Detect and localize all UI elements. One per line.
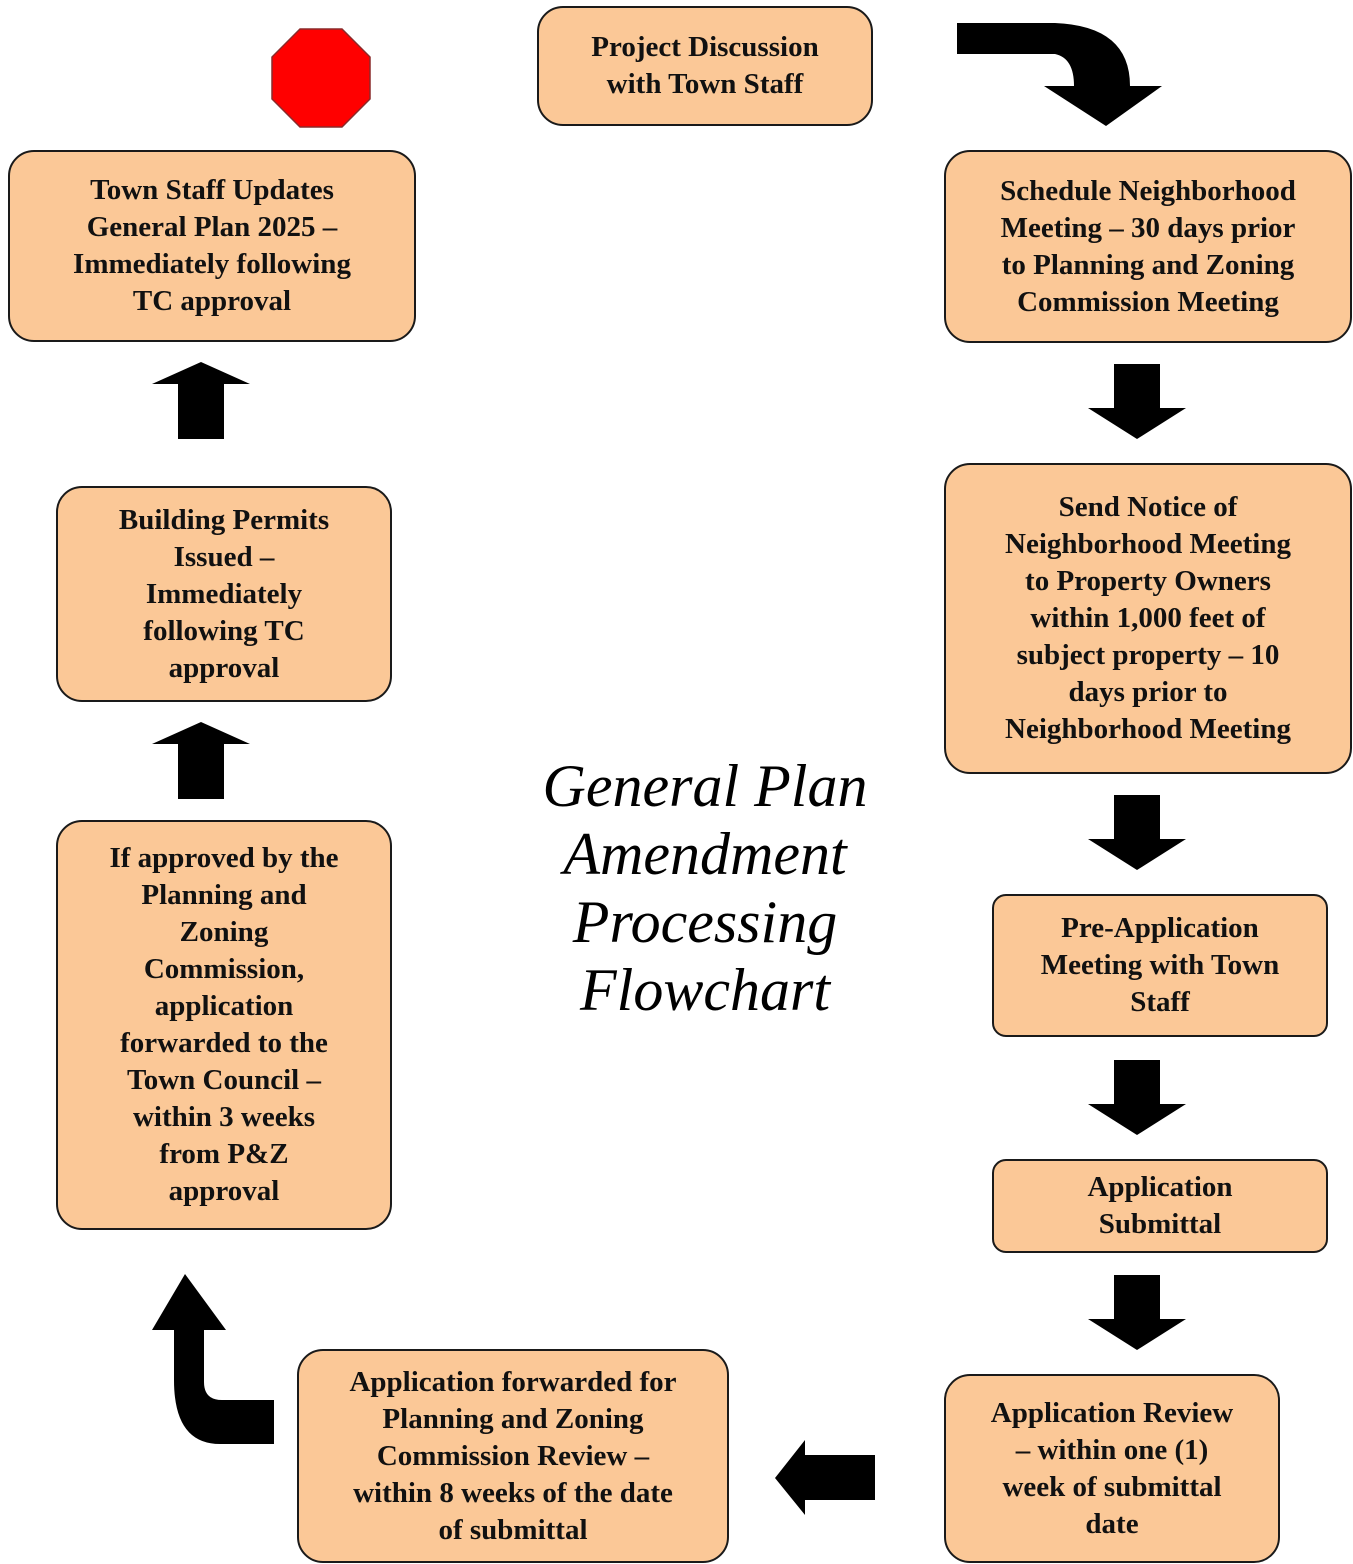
curved-arrow-icon	[957, 23, 1162, 126]
down-arrow-icon	[1088, 1060, 1186, 1135]
page-title: General Plan Amendment Processing Flowch…	[542, 753, 868, 1023]
step-label: Building Permits Issued – Immediately fo…	[118, 503, 330, 684]
step-pre-application-meeting: Pre-Application Meeting with Town Staff	[992, 894, 1328, 1037]
up-arrow-icon	[152, 722, 250, 799]
step-application-submittal: Application Submittal	[992, 1159, 1328, 1253]
up-arrow-icon	[152, 362, 250, 439]
step-general-plan-update: Town Staff Updates General Plan 2025 – I…	[8, 150, 416, 342]
left-arrow-icon	[775, 1440, 875, 1515]
step-label: Project Discussion with Town Staff	[591, 31, 819, 100]
step-label: Application Submittal	[1087, 1171, 1233, 1240]
down-arrow-icon	[1088, 795, 1186, 870]
step-pz-commission-review: Application forwarded for Planning and Z…	[297, 1349, 729, 1563]
curved-arrow-icon	[152, 1274, 274, 1444]
step-town-council-forward: If approved by the Planning and Zoning C…	[56, 820, 392, 1230]
down-arrow-icon	[1088, 1275, 1186, 1350]
step-label: Application forwarded for Planning and Z…	[349, 1365, 677, 1546]
step-building-permits-issued: Building Permits Issued – Immediately fo…	[56, 486, 392, 702]
step-label: If approved by the Planning and Zoning C…	[109, 842, 339, 1207]
down-arrow-icon	[1088, 364, 1186, 439]
step-label: Schedule Neighborhood Meeting – 30 days …	[1000, 174, 1296, 318]
step-label: Pre-Application Meeting with Town Staff	[1040, 912, 1280, 1018]
step-label: Application Review – within one (1) week…	[990, 1396, 1234, 1540]
stop-sign-icon	[271, 28, 371, 128]
step-label: Send Notice of Neighborhood Meeting to P…	[1005, 491, 1291, 745]
step-application-review: Application Review – within one (1) week…	[944, 1374, 1280, 1563]
step-project-discussion: Project Discussion with Town Staff	[537, 6, 873, 126]
step-label: Town Staff Updates General Plan 2025 – I…	[73, 174, 351, 317]
step-send-notice: Send Notice of Neighborhood Meeting to P…	[944, 463, 1352, 774]
step-schedule-neighborhood-meeting: Schedule Neighborhood Meeting – 30 days …	[944, 150, 1352, 343]
